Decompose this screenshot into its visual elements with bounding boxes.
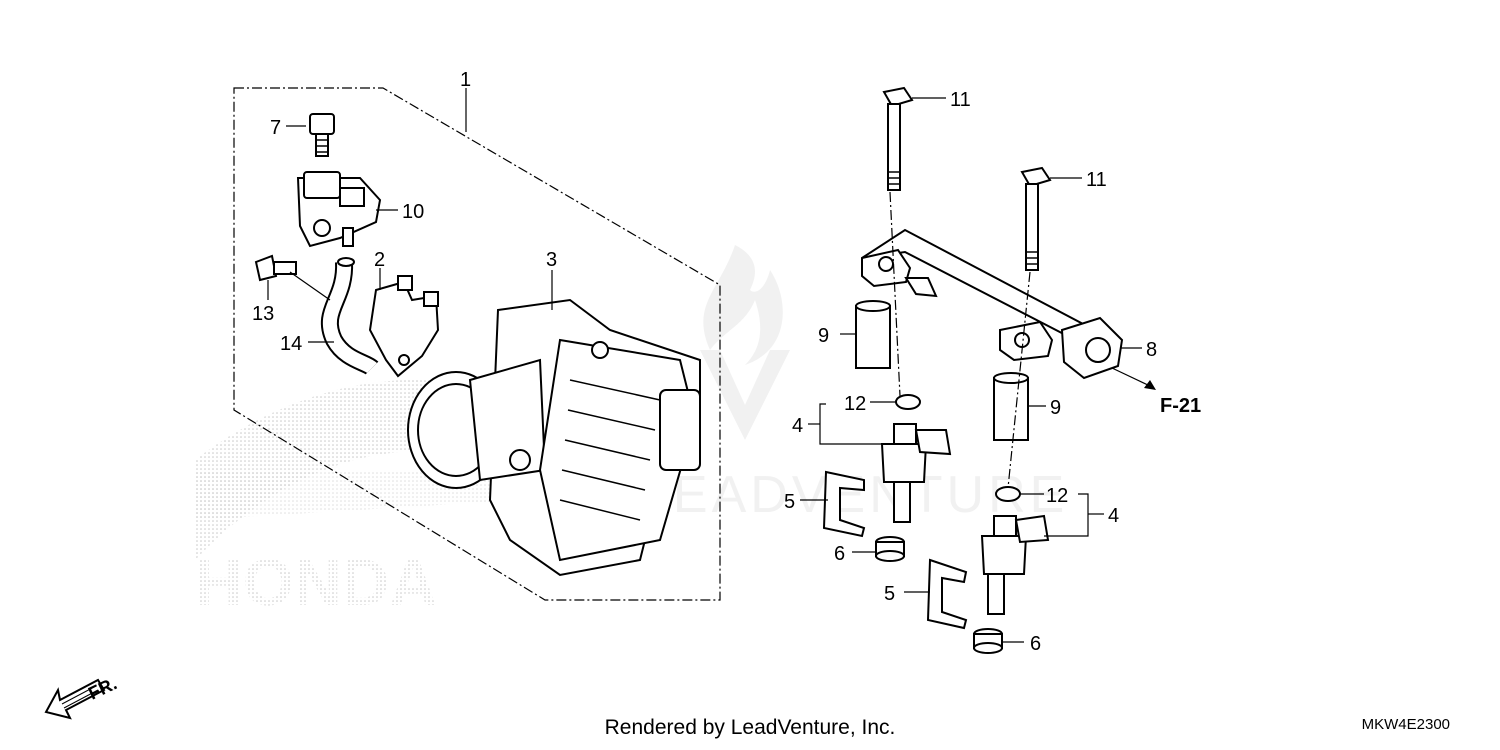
- spacer-9-right[interactable]: [993, 372, 1029, 441]
- callout-12-right: 12: [1046, 485, 1068, 507]
- callout-1: 1: [460, 69, 471, 91]
- callout-12-left: 12: [844, 393, 866, 415]
- footer-credit: Rendered by LeadVenture, Inc.: [604, 716, 896, 739]
- injector-4-left[interactable]: [880, 423, 952, 523]
- alignment-line-left: [889, 191, 901, 397]
- leadventure-watermark-text: LEADVENTURE: [640, 466, 1068, 524]
- alignment-line-right: [1007, 271, 1031, 489]
- bolt-11-left[interactable]: [882, 86, 914, 191]
- callout-11-right: 11: [1086, 169, 1107, 191]
- callout-2: 2: [374, 249, 385, 271]
- callout-8: 8: [1146, 339, 1157, 361]
- spacer-9-left[interactable]: [855, 300, 891, 369]
- bracket-2[interactable]: [368, 275, 440, 378]
- callout-3: 3: [546, 249, 557, 271]
- callout-14: 14: [280, 333, 302, 355]
- callout-10: 10: [402, 201, 424, 223]
- seal-6-right[interactable]: [973, 628, 1003, 654]
- o-ring-12-right[interactable]: [995, 486, 1021, 502]
- diagram-code: MKW4E2300: [1361, 716, 1450, 733]
- leader-lines: [267, 88, 1156, 643]
- callout-4-right: 4: [1108, 505, 1119, 527]
- seal-6-left[interactable]: [875, 536, 905, 562]
- assembly-boundary: [233, 87, 721, 601]
- injector-4-right[interactable]: [980, 514, 1050, 615]
- callout-6-right: 6: [1030, 633, 1041, 655]
- front-direction-label: FR.: [85, 673, 120, 703]
- reference-f21[interactable]: F-21: [1160, 395, 1201, 417]
- callout-4-left: 4: [792, 415, 803, 437]
- bolt-7[interactable]: [309, 113, 335, 157]
- leadventure-watermark: LEADVENTURE: [640, 245, 1068, 524]
- o-ring-12-left[interactable]: [895, 394, 921, 410]
- callout-11-left: 11: [950, 89, 971, 111]
- map-sensor-10[interactable]: [296, 171, 382, 248]
- throttle-body-3[interactable]: [407, 298, 701, 577]
- callout-6-left: 6: [834, 543, 845, 565]
- callout-9-left: 9: [818, 325, 829, 347]
- bolt-11-right[interactable]: [1020, 166, 1052, 271]
- fuel-rail-8[interactable]: [861, 228, 1124, 380]
- callout-13: 13: [252, 303, 274, 325]
- callout-9-right: 9: [1050, 397, 1061, 419]
- front-direction-arrow: FR.: [44, 673, 120, 720]
- clip-5-left[interactable]: [822, 470, 866, 538]
- honda-watermark-text: HONDA: [195, 545, 437, 619]
- callout-5-right: 5: [884, 583, 895, 605]
- bolt-13[interactable]: [254, 254, 297, 282]
- callout-labels: 1 7 10 2 3 13 14 11 11 8 9 9 12 12 4 4 5…: [252, 69, 1201, 655]
- callout-5-left: 5: [784, 491, 795, 513]
- callout-7: 7: [270, 117, 281, 139]
- hose-14[interactable]: [320, 257, 379, 376]
- clip-5-right[interactable]: [926, 558, 968, 630]
